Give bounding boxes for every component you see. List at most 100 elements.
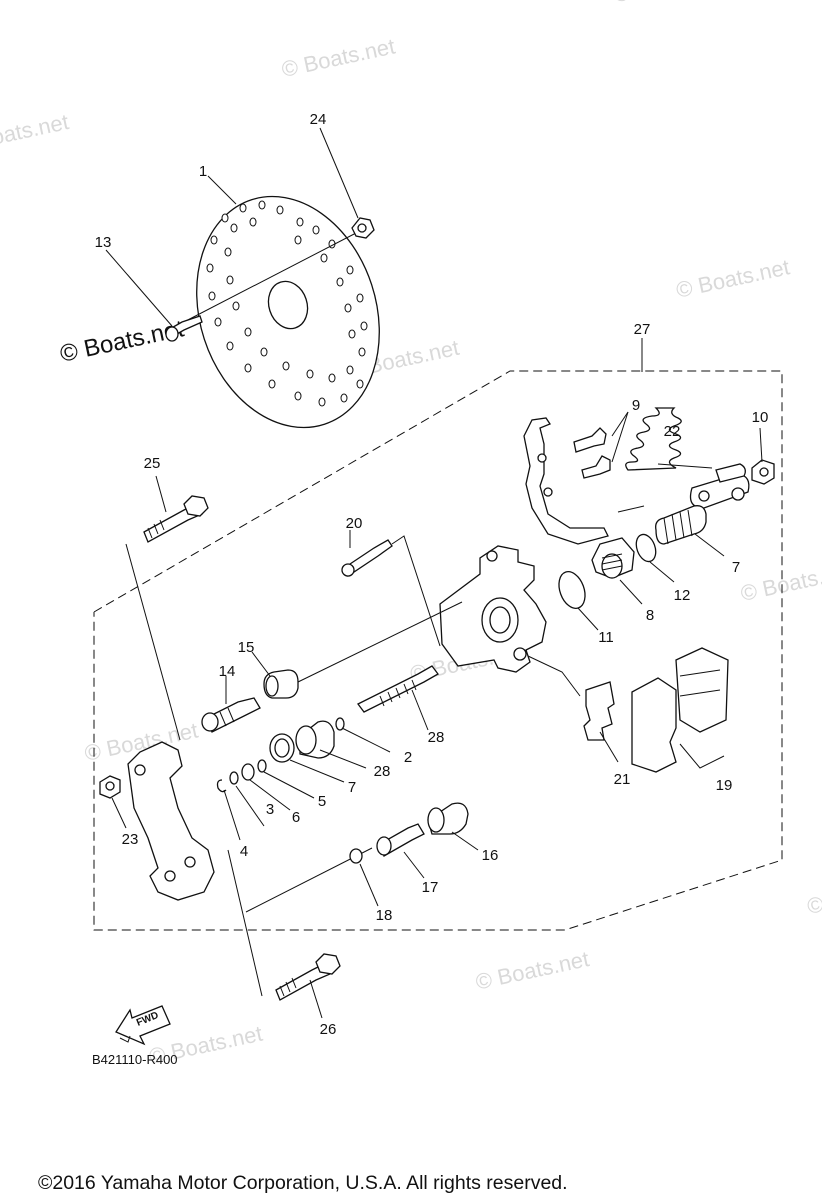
fwd-arrow: FWD	[115, 1005, 171, 1046]
callout-20: 16	[482, 847, 499, 864]
adjuster-bolt	[376, 823, 425, 857]
callout-leader	[599, 731, 619, 763]
watermark-text: © Boats.net	[279, 34, 397, 82]
callout-leader	[105, 249, 173, 327]
watermark-text: © Boats.net	[0, 109, 71, 157]
spring-hook-line	[657, 463, 713, 469]
callout-4: 27	[634, 321, 651, 338]
adjusting-bolt	[655, 505, 707, 545]
callout-leader	[403, 851, 425, 879]
callout-leader	[341, 727, 391, 753]
disc-bolt	[165, 315, 203, 342]
piston	[295, 720, 335, 759]
callout-leader	[527, 655, 581, 697]
watermark-text-dark: © Boats.net	[58, 315, 187, 368]
bolt-path-line	[227, 849, 263, 997]
callout-27: 23	[122, 831, 139, 848]
lock-nut	[591, 537, 635, 579]
callout-23: 19	[716, 777, 733, 794]
callout-28: 25	[144, 455, 161, 472]
callout-leader	[611, 411, 629, 437]
watermark-layer: © Boats.net © Boats.net © Boats.net © Bo…	[0, 0, 822, 1069]
disc-bolt-axis	[179, 231, 359, 325]
callout-17: 12	[674, 587, 691, 604]
pad-spring	[583, 681, 615, 741]
callout-22: 18	[376, 907, 393, 924]
callout-leader	[111, 797, 127, 829]
callout-6: 28	[428, 729, 445, 746]
callout-leader	[207, 175, 237, 205]
callout-leader	[309, 979, 323, 1019]
callout-24: 20	[346, 515, 363, 532]
callout-leader	[263, 771, 315, 799]
watermark-text: © Boats.net	[805, 871, 822, 919]
callout-leader	[577, 607, 599, 631]
caliper-bracket	[127, 741, 215, 901]
watermark-text: © Boats.net	[611, 0, 729, 7]
bolt-path-line	[125, 543, 181, 741]
piston-seal-inner	[274, 738, 290, 758]
bracket-bolt-long	[143, 495, 209, 543]
callout-leader	[251, 651, 271, 677]
callout-leader	[359, 863, 379, 907]
o-ring	[558, 571, 586, 609]
callout-10: 6	[292, 809, 300, 826]
callout-21: 17	[422, 879, 439, 896]
washer	[229, 771, 239, 785]
callout-14: 9	[632, 397, 640, 414]
diagram-code: B421110-R400	[92, 1052, 178, 1067]
callout-12: 7	[732, 559, 740, 576]
callout-18: 14	[219, 663, 236, 680]
bracket-bolt-long	[275, 953, 341, 1001]
callout-11: 7	[348, 779, 356, 796]
callout-1: 1	[199, 163, 207, 180]
callout-8: 4	[240, 843, 248, 860]
bolt-path-line	[391, 535, 441, 647]
callout-leader	[619, 579, 643, 605]
watermark-text: © Boats.net	[473, 946, 591, 994]
callout-leader	[451, 831, 479, 851]
caliper-pin-bolt	[341, 539, 393, 577]
copyright-notice: ©2016 Yamaha Motor Corporation, U.S.A. A…	[38, 1172, 568, 1194]
callout-leader	[223, 789, 241, 841]
callout-2: 13	[95, 234, 112, 251]
callout-25: 21	[614, 771, 631, 788]
callout-26: 22	[664, 423, 681, 440]
callout-7: 2	[404, 749, 412, 766]
spring-hook-line	[617, 505, 645, 513]
callout-13: 8	[646, 607, 654, 624]
boot	[263, 669, 299, 699]
washer	[335, 717, 345, 731]
callout-leader	[679, 743, 725, 769]
callout-3: 24	[310, 111, 327, 128]
washer	[349, 848, 363, 864]
callout-leader	[411, 689, 429, 731]
callout-leader	[249, 779, 291, 811]
callout-5: 28	[374, 763, 391, 780]
camshaft	[357, 665, 439, 713]
callout-28-b: 26	[320, 1021, 337, 1038]
parking-lever	[689, 463, 750, 509]
brake-pad	[631, 647, 729, 773]
callout-leader	[235, 785, 265, 827]
callout-9: 5	[318, 793, 326, 810]
bracket-nut	[99, 775, 121, 799]
callout-leader	[319, 127, 359, 219]
callout-7-b: 3	[266, 801, 274, 818]
bolt-path-line	[297, 601, 463, 683]
sleeve	[427, 802, 469, 835]
callout-15: 10	[752, 409, 769, 426]
callout-leader	[289, 759, 345, 783]
callout-leader	[759, 427, 763, 463]
callout-16: 11	[598, 629, 614, 646]
lever-nut	[751, 459, 775, 485]
callout-labels: 1 13 24 27 28 28 2 3 4 5 6 7 7 8 9 10 11…	[95, 111, 769, 1038]
callout-leader	[694, 533, 725, 557]
callout-leader	[155, 475, 167, 513]
caliper-body	[439, 545, 547, 673]
callout-leader	[319, 749, 367, 769]
o-ring	[257, 759, 267, 773]
callout-19: 15	[238, 639, 255, 656]
spring	[625, 407, 682, 471]
